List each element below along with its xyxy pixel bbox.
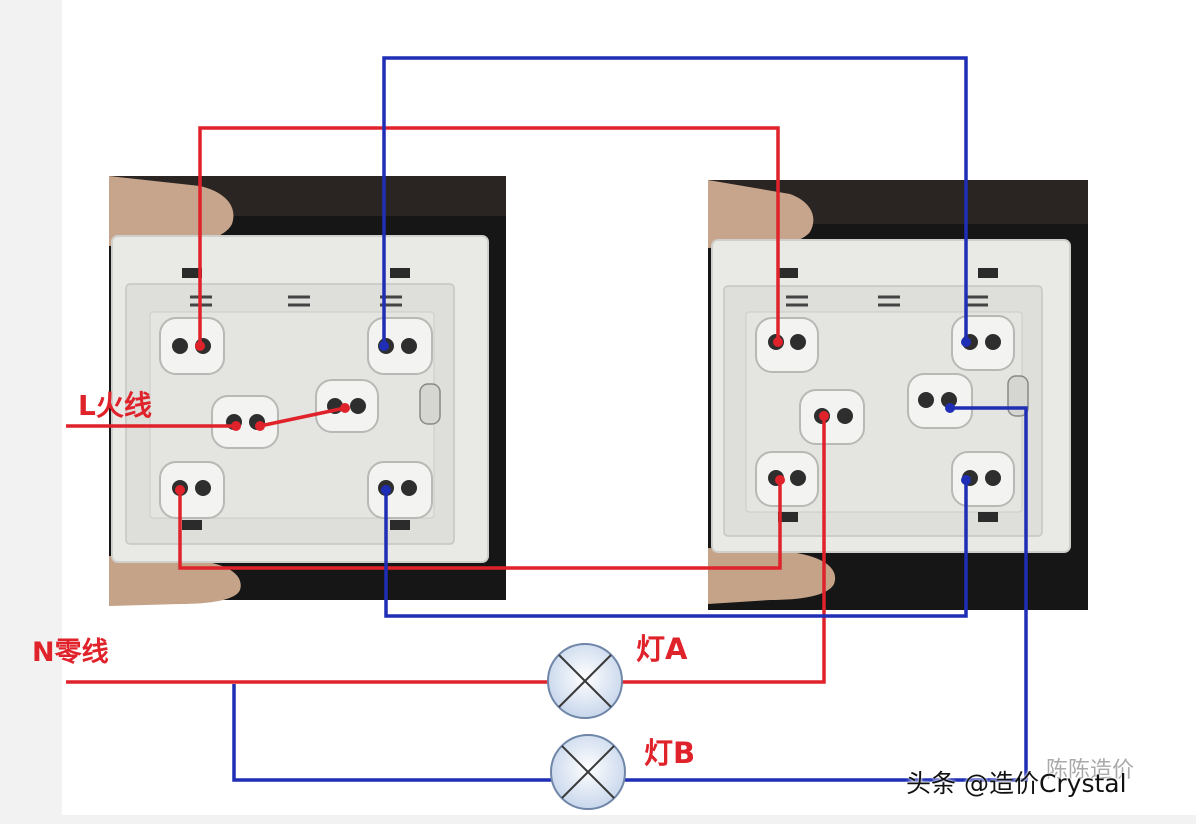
terminal: [755, 317, 819, 373]
blue-wire-bottom-link: [384, 480, 968, 618]
lamp-a-feed-wire: [622, 416, 826, 684]
terminal: [907, 373, 973, 429]
terminal: [367, 317, 433, 375]
live-wire-label: L火线: [78, 389, 152, 422]
lamp-a-symbol: [547, 643, 623, 719]
lamp-a-label: 灯A: [636, 632, 688, 666]
neutral-to-lamp-b-wire: [232, 684, 552, 782]
red-wire-top-link: [198, 126, 780, 346]
blue-wire-top-link: [382, 56, 968, 346]
terminal: [159, 317, 225, 375]
finger: [708, 180, 814, 248]
watermark-text: 头条 @造价Crystal: [906, 769, 1127, 798]
terminal: [755, 451, 819, 507]
lamp-b-label: 灯B: [644, 736, 696, 770]
live-bridge-wire: [259, 406, 346, 428]
finger: [708, 548, 836, 604]
switch-right: [708, 180, 1088, 610]
lamp-b-symbol: [550, 734, 626, 810]
lamp-b-feed-wire: [624, 406, 1028, 782]
watermark-faint-text: 陈陈造价: [1046, 758, 1135, 783]
switch-left: [109, 176, 506, 606]
red-wire-bottom-link: [178, 480, 782, 570]
terminal: [211, 395, 279, 449]
finger: [109, 176, 234, 246]
neutral-wire-label: N零线: [32, 637, 109, 668]
terminal: [367, 461, 433, 519]
terminal: [159, 461, 225, 519]
terminal: [799, 389, 865, 445]
